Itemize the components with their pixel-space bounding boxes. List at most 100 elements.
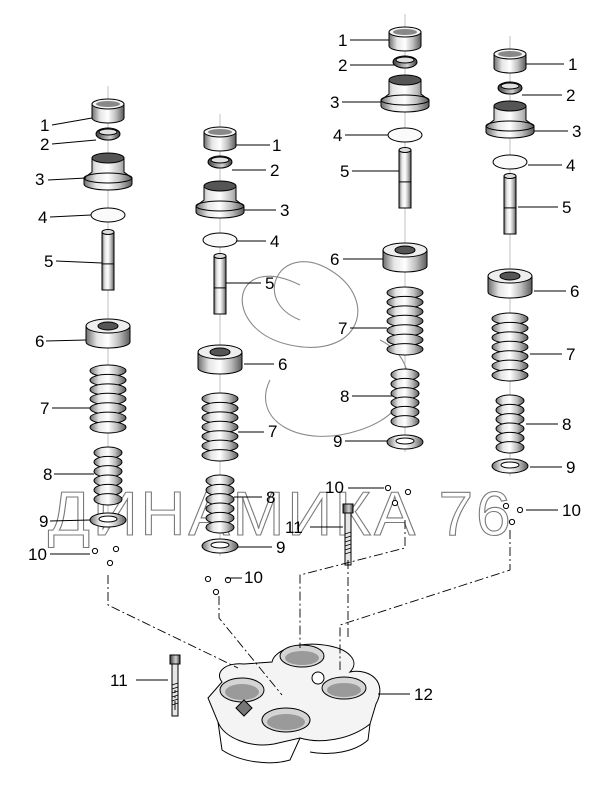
valve-housing [107,520,511,764]
watermark-text: ДИНАМИКА 76 [48,480,514,549]
callout-10: 10 [325,478,384,497]
part-number-label: 1 [40,116,49,135]
callout-9: 9 [39,512,91,531]
spring-seat-top [493,100,527,112]
leader-line [47,177,87,181]
part-number-label: 8 [562,415,571,434]
steel-ball [224,576,232,584]
part-number-label: 3 [330,93,339,112]
bolt-thread [344,551,352,555]
assembly-leader-dashed [339,530,511,670]
part-number-label: 3 [35,170,44,189]
plunger-pin [101,231,115,291]
callout-8: 8 [340,387,392,406]
callout-1: 1 [526,55,577,74]
callout-5: 5 [340,162,399,181]
steel-ball [502,502,510,510]
callout-1: 1 [236,136,281,155]
o-ring-disc [387,127,423,143]
steel-balls [91,484,524,596]
callout-10: 10 [526,501,581,520]
assembly-1 [83,86,133,530]
callout-7: 7 [338,319,387,338]
leader-line [51,117,93,126]
part-number-label: 1 [272,136,281,155]
top-ring-bore [498,51,522,57]
callout-3: 3 [534,122,581,141]
part-number-label: 3 [280,201,289,220]
bolt-thread [171,686,179,690]
bolt-thread [344,543,352,547]
callout-10: 10 [226,568,263,587]
part-number-label: 10 [28,545,47,564]
part-number-label: 6 [35,332,44,351]
callout-8: 8 [43,465,94,484]
part-number-label: 6 [330,250,339,269]
part-number-label: 11 [110,671,128,690]
part-number-label: 10 [325,478,344,497]
part-number-label: 6 [570,282,579,301]
callout-8: 8 [234,488,275,507]
assembly-leader-dashed [299,520,406,648]
callout-11: 11 [110,671,168,690]
assembly-leader-dashed [218,596,283,696]
steel-ball [508,518,516,526]
plunger-pin-top [398,147,412,153]
callout-11: 11 [285,518,343,537]
leader-line [55,260,103,264]
housing-body [207,643,381,746]
callout-7: 7 [40,399,90,418]
part-number-label: 1 [568,55,577,74]
callout-5: 5 [44,252,103,271]
bolt-thread [171,698,179,702]
steel-ball [106,559,114,567]
callout-10: 10 [28,545,90,564]
bolt-thread [171,682,179,686]
callout-6: 6 [244,355,287,374]
callout-12: 12 [378,685,433,704]
steel-ball [384,484,392,492]
watermark: ДИНАМИКА 76 [47,261,514,550]
part-number-label: 5 [44,252,53,271]
top-ring-bore [96,101,120,107]
o-ring-disc [492,154,528,170]
callout-9: 9 [530,458,575,477]
callout-1: 1 [40,116,93,135]
part-number-label: 7 [40,399,49,418]
callout-2: 2 [338,56,395,75]
callout-7: 7 [530,345,575,364]
steel-ball [391,499,399,507]
housing-bore-inner [267,714,305,730]
spring-coil [89,421,127,434]
callout-4: 4 [528,156,575,175]
assembly-2 [195,114,245,556]
callout-2: 2 [232,161,279,180]
flat-washer-hole [98,515,118,523]
plunger-pin [503,175,517,235]
part-number-label: 8 [43,465,52,484]
part-number-label: 9 [566,458,575,477]
guide-disc-hole [97,321,119,331]
callout-7: 7 [238,422,277,441]
small-washer-hole [210,156,230,164]
part-number-label: 7 [268,422,277,441]
steel-ball [516,506,524,514]
callout-3: 3 [35,170,87,189]
callout-6: 6 [330,250,383,269]
bolt-thread [344,535,352,539]
callout-3: 3 [330,93,381,112]
part-number-label: 4 [333,126,342,145]
part-number-label: 10 [562,501,581,520]
callout-3: 3 [244,201,289,220]
callout-4: 4 [38,208,92,227]
part-number-label: 5 [340,162,349,181]
part-number-label: 4 [566,156,575,175]
assembly-4 [485,36,535,476]
spring-coil [491,369,529,382]
flat-washer-hole [210,541,230,549]
steel-ball [212,588,220,596]
steel-ball [91,547,99,555]
guide-disc-hole [209,347,231,357]
callout-5: 5 [226,274,274,293]
part-labels: 1234567891012345678910123456789101112345… [28,31,581,704]
